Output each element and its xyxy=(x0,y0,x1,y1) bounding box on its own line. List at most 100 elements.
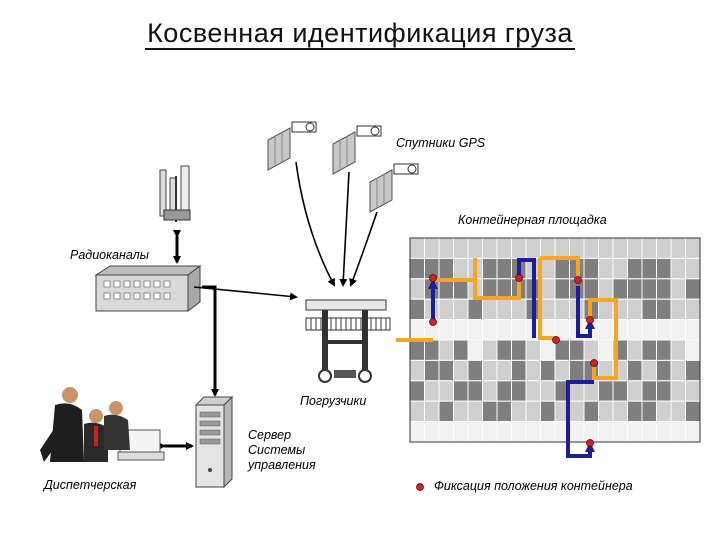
yard-cell xyxy=(496,400,512,423)
yard-cell xyxy=(656,319,672,341)
yard-cell xyxy=(612,237,628,259)
container-routes xyxy=(396,256,618,458)
yard-cell xyxy=(598,237,614,259)
yard-cell xyxy=(453,421,469,443)
yard-cell xyxy=(598,319,614,341)
yard-cell xyxy=(511,421,527,443)
yard-cell xyxy=(409,257,425,280)
route-blue-3 xyxy=(576,286,595,338)
yard-cell xyxy=(641,359,657,382)
yard-cell xyxy=(511,380,527,402)
yard-cell xyxy=(438,257,454,280)
yard-cell xyxy=(409,400,425,423)
label-dispatch: Диспетчерская xyxy=(44,478,137,492)
yard-cell xyxy=(641,421,657,443)
route-orange-3 xyxy=(538,258,556,340)
yard-cell xyxy=(438,380,454,402)
yard-cell xyxy=(612,380,628,402)
yard-cell xyxy=(540,359,556,382)
yard-cell xyxy=(569,359,585,382)
yard-cell xyxy=(453,339,469,361)
yard-cell xyxy=(409,237,425,259)
yard-cell xyxy=(424,237,440,259)
yard-cell xyxy=(496,298,512,321)
yard-cell xyxy=(685,319,701,341)
yard-cell xyxy=(482,339,498,361)
yard-cell xyxy=(453,298,469,321)
yard-cell xyxy=(453,359,469,382)
yard-cell xyxy=(467,339,483,361)
fix-point xyxy=(429,274,437,282)
page-title: Косвенная идентификация груза xyxy=(0,18,720,50)
yard-cell xyxy=(467,421,483,443)
radio-modem-icon xyxy=(94,265,202,312)
legend-fix-point-icon xyxy=(416,483,424,491)
yard-cell xyxy=(409,421,425,443)
yard-cell xyxy=(438,319,454,341)
yard-cell xyxy=(627,359,643,382)
yard-cell xyxy=(598,339,614,361)
yard-cell xyxy=(424,359,440,382)
yard-cell xyxy=(670,257,686,280)
yard-cell xyxy=(554,359,570,382)
yard-cell xyxy=(554,237,570,259)
yard-cell xyxy=(409,380,425,402)
yard-cell xyxy=(482,319,498,341)
yard-cell xyxy=(525,400,541,423)
yard-cell xyxy=(656,359,672,382)
yard-cell xyxy=(482,359,498,382)
yard-cell xyxy=(627,339,643,361)
yard-cell xyxy=(482,400,498,423)
route-orange-1 xyxy=(433,258,521,300)
yard-cell xyxy=(540,339,556,361)
yard-cell xyxy=(424,339,440,361)
modem-server-link xyxy=(202,285,219,397)
yard-cell xyxy=(453,380,469,402)
label-server-line1: Сервер xyxy=(248,428,292,442)
yard-cell xyxy=(438,298,454,321)
yard-cell xyxy=(511,359,527,382)
yard-cell xyxy=(525,339,541,361)
yard-cell xyxy=(438,339,454,361)
yard-cell xyxy=(467,380,483,402)
yard-cell xyxy=(656,421,672,443)
yard-cell xyxy=(540,257,556,280)
yard-cell xyxy=(540,298,556,321)
yard-cell xyxy=(540,421,556,443)
gps-signal-arrows xyxy=(295,161,378,287)
yard-cell xyxy=(627,319,643,341)
yard-cell xyxy=(670,298,686,321)
yard-cell xyxy=(409,359,425,382)
fix-point xyxy=(590,359,598,367)
yard-cell xyxy=(554,257,570,280)
yard-cell xyxy=(583,237,599,259)
yard-cell xyxy=(438,400,454,423)
yard-cell xyxy=(438,421,454,443)
fix-point xyxy=(515,274,523,282)
satellite-icon-1 xyxy=(267,121,317,171)
yard-cell xyxy=(569,421,585,443)
yard-cell xyxy=(409,339,425,361)
fix-point xyxy=(586,316,594,324)
yard-cell xyxy=(583,421,599,443)
yard-cell xyxy=(482,257,498,280)
yard-cell xyxy=(540,237,556,259)
yard-cell xyxy=(569,400,585,423)
yard-cell xyxy=(496,257,512,280)
yard-cell xyxy=(583,400,599,423)
fix-point xyxy=(429,318,437,326)
server-icon xyxy=(194,395,234,489)
yard-cell xyxy=(641,339,657,361)
yard-cell xyxy=(525,359,541,382)
label-radio-channels: Радиоканалы xyxy=(70,248,149,262)
yard-cell xyxy=(598,400,614,423)
fix-point xyxy=(574,276,582,284)
yard-cell xyxy=(612,400,628,423)
yard-cell xyxy=(685,278,701,300)
yard-cell xyxy=(656,380,672,402)
yard-cell xyxy=(612,421,628,443)
satellite-icon-2 xyxy=(332,125,382,175)
yard-cell xyxy=(656,400,672,423)
yard-cell xyxy=(424,421,440,443)
